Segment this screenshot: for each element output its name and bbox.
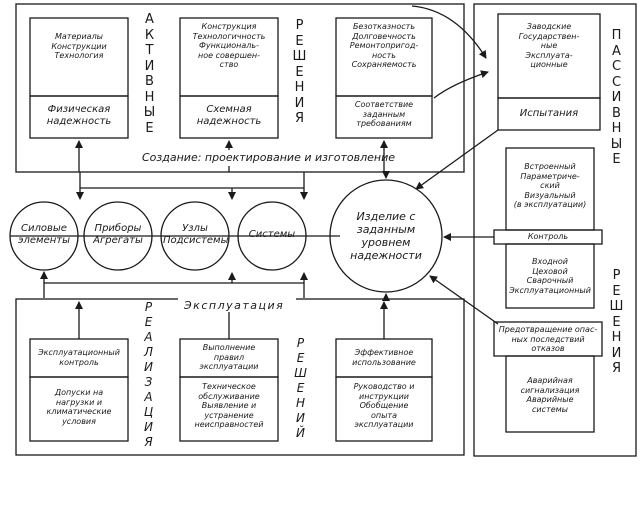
circle-power-label: Силовые элементы bbox=[18, 223, 70, 246]
top-col2-detail: Конструкция Технологичность Функциональ-… bbox=[192, 22, 266, 69]
trials-detail: Заводские Государствен- ные Эксплуата- ц… bbox=[518, 22, 580, 69]
top-decisions-label: Р Е Ш Е Н И Я bbox=[292, 18, 308, 126]
arrow-trials-to-product bbox=[415, 129, 499, 190]
bottom-col2-top: Выполнение правил эксплуатации bbox=[199, 343, 259, 371]
top-col2-result-box bbox=[179, 95, 279, 139]
trials-label: Испытания bbox=[519, 108, 579, 119]
control-detail: Встроенный Параметриче- ский Визуальный … bbox=[513, 162, 587, 209]
circle-devices-label: Приборы Агрегаты bbox=[93, 223, 143, 246]
right-trials-box bbox=[497, 97, 601, 131]
passive-label: П А С С И В Н Ы Е bbox=[610, 28, 624, 167]
bottom-col2-detail-box bbox=[179, 376, 279, 442]
circle-units-label: Узлы Подсистемы bbox=[163, 223, 229, 246]
right-control-kinds-box bbox=[505, 243, 595, 309]
creation-caption-bg bbox=[138, 150, 376, 166]
prevention-label: Предотвращение опас- ных последствий отк… bbox=[498, 325, 598, 353]
operation-caption-bg bbox=[178, 296, 296, 312]
circle-systems-label: Системы bbox=[248, 229, 296, 240]
realization-label: Р Е А Л И З А Ц И Я bbox=[143, 300, 155, 449]
product-label: Изделие с заданным уровнем надежности bbox=[350, 210, 422, 262]
top-col1-result: Физическая надежность bbox=[46, 104, 112, 127]
creation-caption: Создание: проектирование и изготовление bbox=[142, 151, 396, 164]
feedback-arrow-top bbox=[411, 5, 487, 59]
right-decisions-label: Р Е Ш Е Н И Я bbox=[609, 268, 625, 376]
bottom-bus-line bbox=[43, 282, 305, 298]
bottom-col1-detail: Допуски на нагрузки и климатические усло… bbox=[46, 388, 112, 426]
top-col2-result: Схемная надежность bbox=[196, 104, 262, 127]
circle-units bbox=[160, 201, 230, 271]
circle-systems bbox=[237, 201, 307, 271]
arrow-prevention-to-product bbox=[429, 275, 499, 325]
circle-product bbox=[329, 179, 443, 293]
active-label: А К Т И В Н Ы Е bbox=[143, 12, 157, 136]
bottom-col3-detail: Руководство и инструкции Обобщение опыта… bbox=[353, 382, 415, 429]
prevention-detail: Аварийная сигнализация Аварийные системы bbox=[520, 376, 580, 414]
top-col1-result-box bbox=[29, 95, 129, 139]
operation-caption: Эксплуатация bbox=[184, 299, 285, 312]
control-kinds: Входной Цеховой Сварочный Эксплуатационн… bbox=[509, 257, 591, 295]
top-col3-result-box bbox=[335, 95, 433, 139]
circle-devices bbox=[83, 201, 153, 271]
control-label: Контроль bbox=[527, 232, 569, 241]
top-col3-result: Соответствие заданным требованиям bbox=[354, 100, 414, 128]
top-col3-detail: Безотказность Долговечность Ремонтоприго… bbox=[349, 22, 419, 69]
bottom-col1-detail-box bbox=[29, 376, 129, 442]
bottom-col3-detail-box bbox=[335, 376, 433, 442]
top-col1-detail: Материалы Конструкции Технология bbox=[51, 32, 107, 60]
bottom-decisions-label: Р Е Ш Е Н И Й bbox=[294, 336, 308, 440]
right-prevention-detail-box bbox=[505, 355, 595, 433]
bottom-col2-detail: Техническое обслуживание Выявление и уст… bbox=[194, 382, 264, 429]
bottom-col3-top: Эффективное использование bbox=[352, 348, 416, 367]
circle-power bbox=[9, 201, 79, 271]
feedback-arrow-to-passive bbox=[433, 70, 489, 99]
top-bus-line bbox=[79, 172, 305, 189]
bottom-col1-top: Эксплуатационный контроль bbox=[38, 348, 120, 367]
passive-decisions-frame bbox=[473, 3, 637, 457]
active-decisions-frame bbox=[15, 3, 465, 173]
